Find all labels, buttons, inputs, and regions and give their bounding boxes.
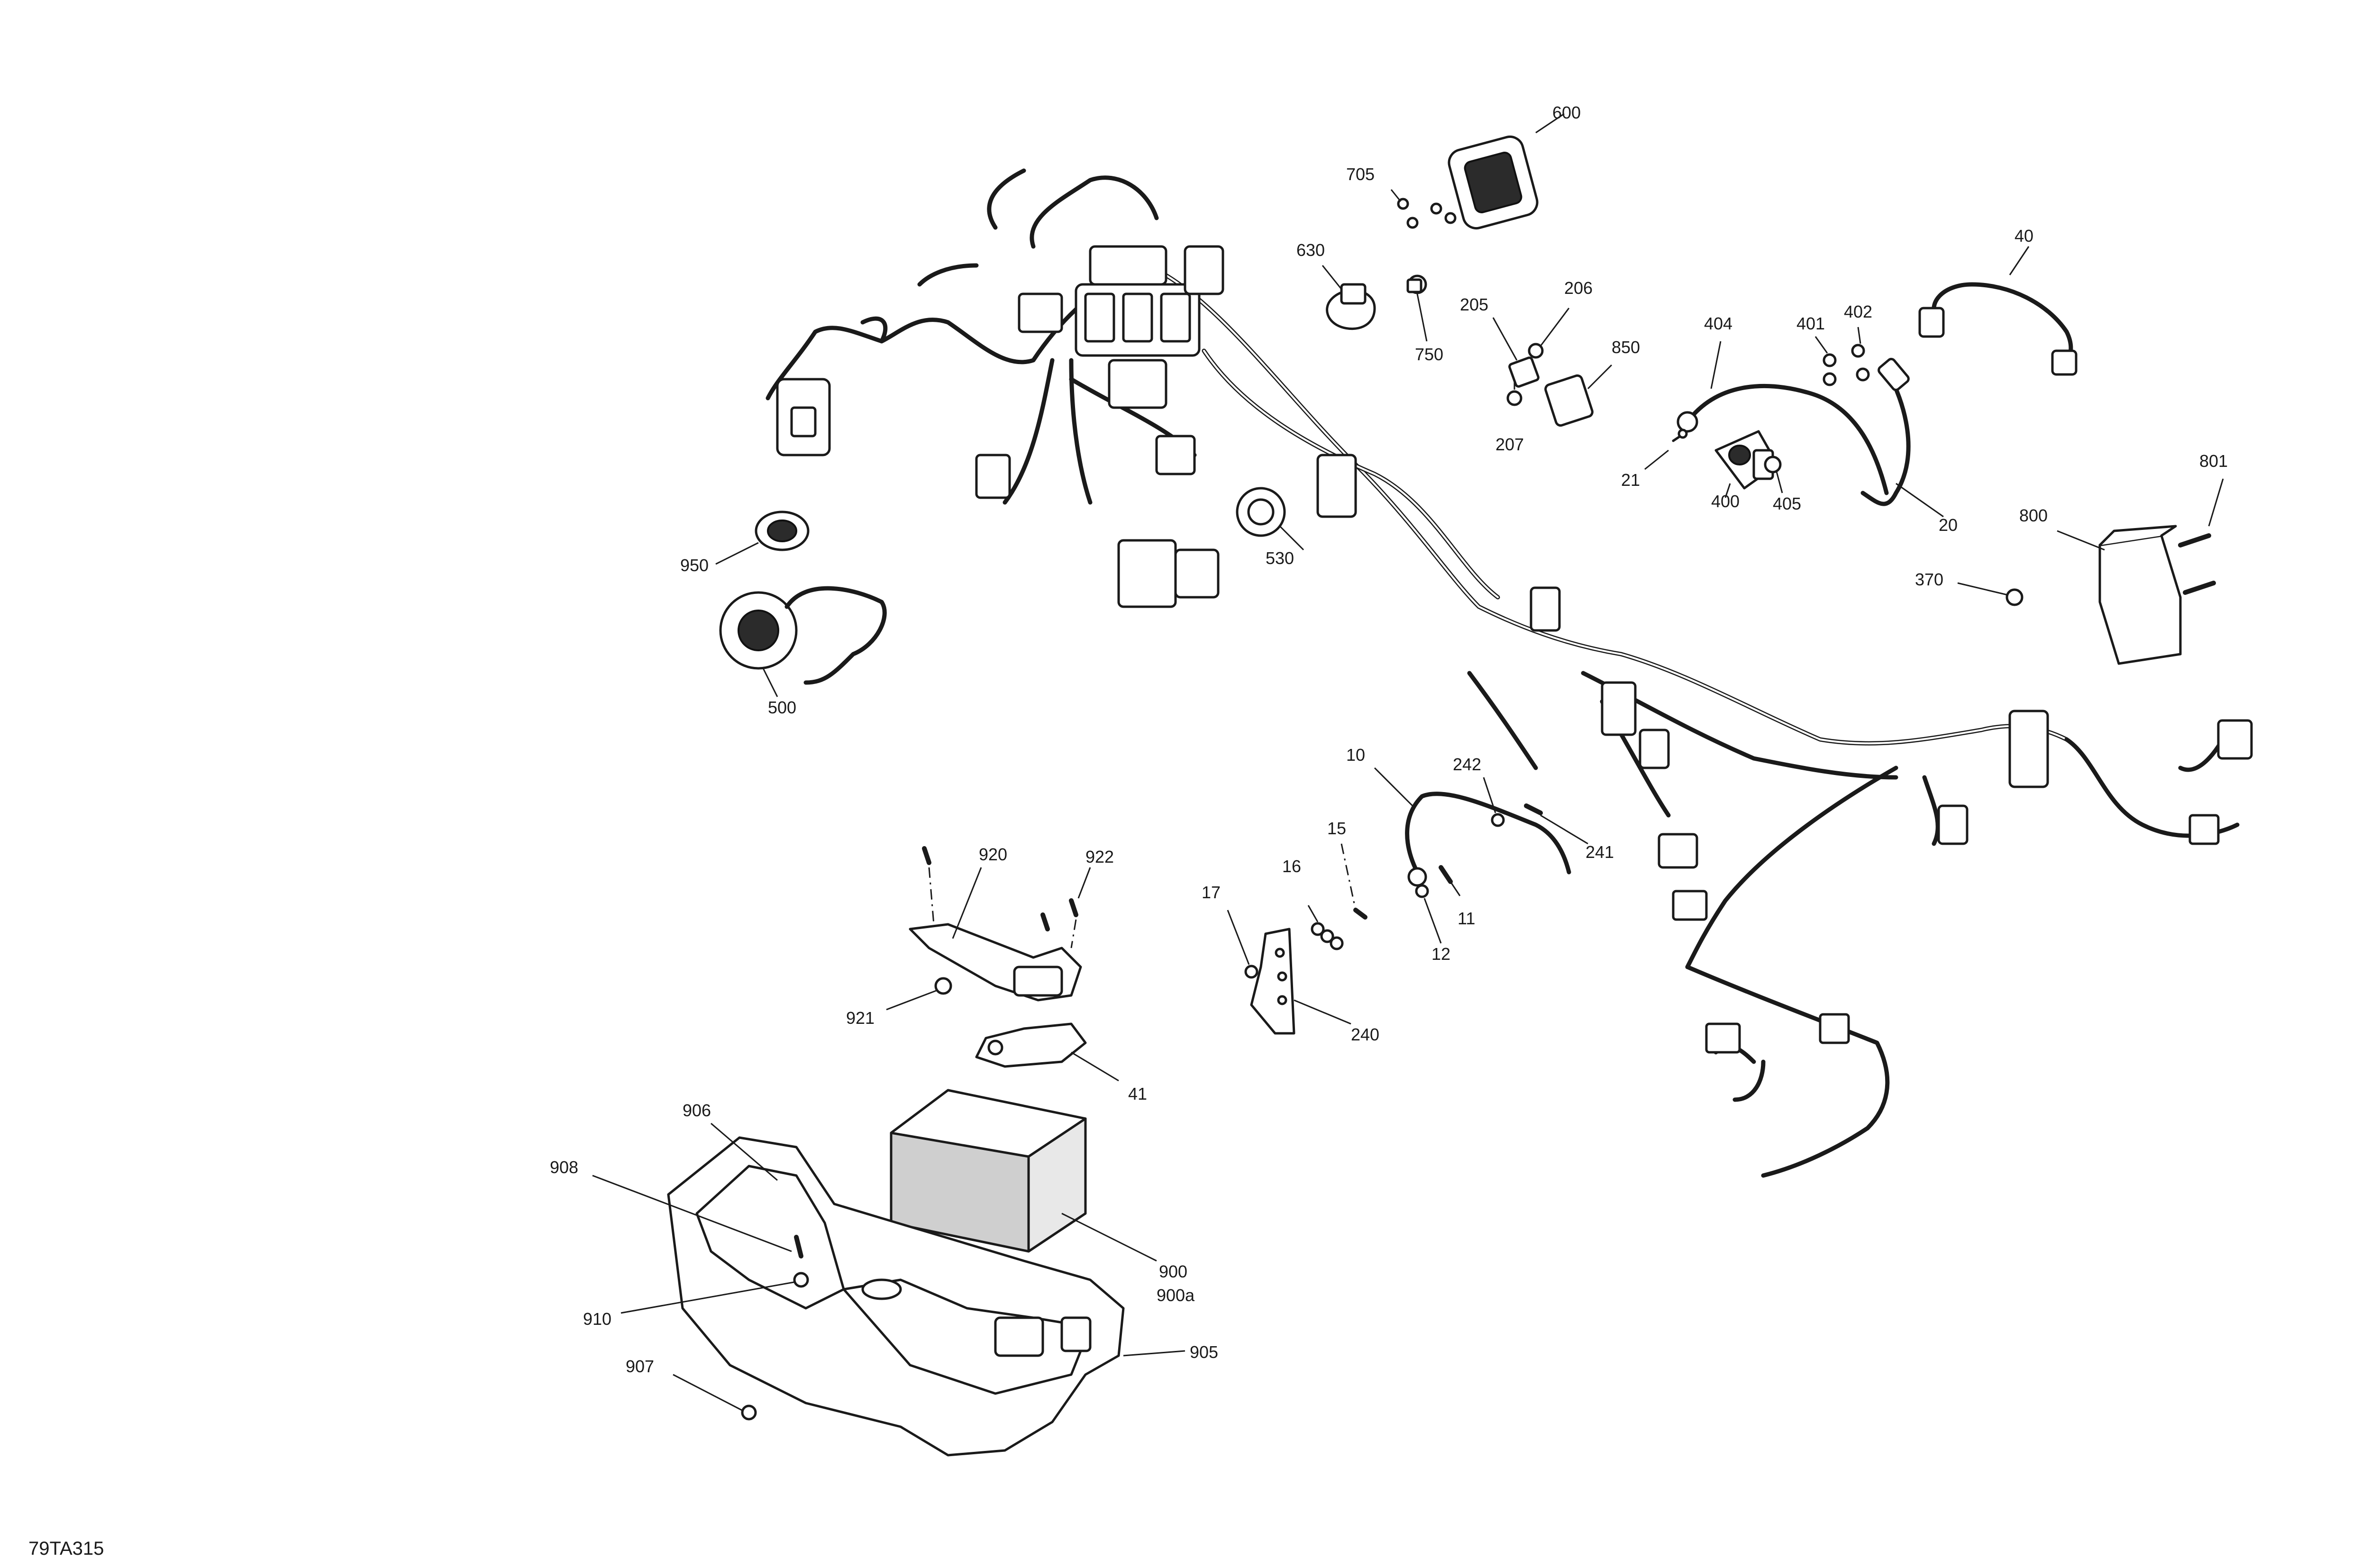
callout-900: 900 (1159, 1262, 1187, 1281)
callout-906: 906 (683, 1101, 711, 1120)
clip-370 (1957, 582, 2024, 606)
callout-401: 401 (1796, 314, 1825, 333)
bolts-922 (922, 846, 1091, 948)
battery-900 (890, 1089, 1157, 1262)
callout-400: 400 (1711, 492, 1740, 511)
nut-921 (886, 977, 952, 1011)
callout-850: 850 (1612, 337, 1640, 357)
callout-12: 12 (1431, 944, 1450, 964)
battery-cable-20 (1860, 357, 1944, 518)
screws-801 (2178, 478, 2224, 595)
battery-cable-404 (1677, 341, 1889, 495)
callout-207: 207 (1495, 435, 1524, 454)
battery-tray-905 (667, 1136, 1185, 1457)
callout-240: 240 (1351, 1025, 1379, 1044)
ignition-switch-530 (1236, 487, 1304, 551)
nut-907 (673, 1374, 757, 1421)
callout-530: 530 (1266, 548, 1294, 568)
screw-908 (592, 1175, 803, 1258)
switch-630 (1322, 265, 1376, 330)
bracket-41 (975, 1022, 1119, 1082)
callout-205: 205 (1460, 295, 1488, 314)
battery-cable-40 (1918, 246, 2078, 376)
nut-405 (1764, 456, 1783, 493)
callout-404: 404 (1704, 314, 1732, 333)
callout-11: 11 (1458, 909, 1475, 928)
antenna-module (1448, 113, 1565, 230)
callout-705: 705 (1346, 164, 1375, 184)
clip-205 (1492, 317, 1540, 388)
washer-207 (1506, 379, 1522, 406)
control-module-800 (2057, 525, 2182, 665)
callout-40: 40 (2014, 226, 2033, 246)
small-screws-705 (1390, 189, 1457, 229)
callout-241: 241 (1586, 842, 1614, 862)
callout-910: 910 (583, 1309, 611, 1329)
main-wiring-harness (1145, 263, 2253, 1178)
connector-850 (1544, 364, 1613, 427)
washers-15-16-17 (1227, 843, 1367, 979)
callout-600: 600 (1552, 103, 1581, 122)
callout-922: 922 (1085, 847, 1114, 866)
callout-242: 242 (1453, 755, 1481, 774)
bolt-21 (1644, 428, 1689, 470)
callout-41: 41 (1128, 1084, 1147, 1103)
callout-908: 908 (550, 1158, 578, 1177)
ground-cable-10 (1374, 767, 1571, 887)
callout-500: 500 (768, 698, 796, 717)
callout-206: 206 (1564, 278, 1593, 298)
figure-reference: 79TA315 (28, 1538, 104, 1559)
nut-910 (620, 1272, 809, 1314)
callout-921: 921 (846, 1008, 875, 1028)
callout-17: 17 (1202, 883, 1221, 902)
nuts-401-402 (1814, 327, 1870, 386)
callout-402: 402 (1844, 302, 1872, 321)
callout-labels: 600 705 630 750 205 206 207 850 40 404 4… (550, 103, 2228, 1376)
callout-907: 907 (626, 1357, 654, 1376)
bracket-240 (1250, 928, 1351, 1035)
callout-630: 630 (1296, 240, 1325, 260)
leader-906 (711, 1122, 778, 1181)
callout-10: 10 (1346, 745, 1365, 765)
callout-905: 905 (1190, 1342, 1218, 1362)
bolt-11-nut-12 (1415, 865, 1461, 944)
callout-950: 950 (680, 556, 709, 575)
callout-800: 800 (2019, 506, 2048, 525)
nut-206 (1528, 308, 1570, 359)
callout-750: 750 (1415, 345, 1443, 364)
callout-405: 405 (1773, 494, 1801, 513)
battery-hold-down-920 (909, 867, 1082, 1002)
callout-801: 801 (2199, 451, 2228, 471)
nut-242-bolt-241 (1483, 777, 1588, 845)
callout-900a: 900a (1157, 1285, 1195, 1305)
callout-920: 920 (979, 845, 1007, 864)
callout-20: 20 (1939, 515, 1958, 535)
relay-400 (1714, 430, 1779, 498)
callout-15: 15 (1327, 819, 1346, 838)
sensor-500 (719, 586, 887, 697)
callout-370: 370 (1915, 570, 1943, 589)
bulb-750 (1406, 274, 1428, 342)
callout-16: 16 (1282, 857, 1301, 876)
connector-950 (715, 511, 810, 565)
callout-21: 21 (1621, 470, 1640, 490)
left-harness-branch (766, 168, 1224, 608)
